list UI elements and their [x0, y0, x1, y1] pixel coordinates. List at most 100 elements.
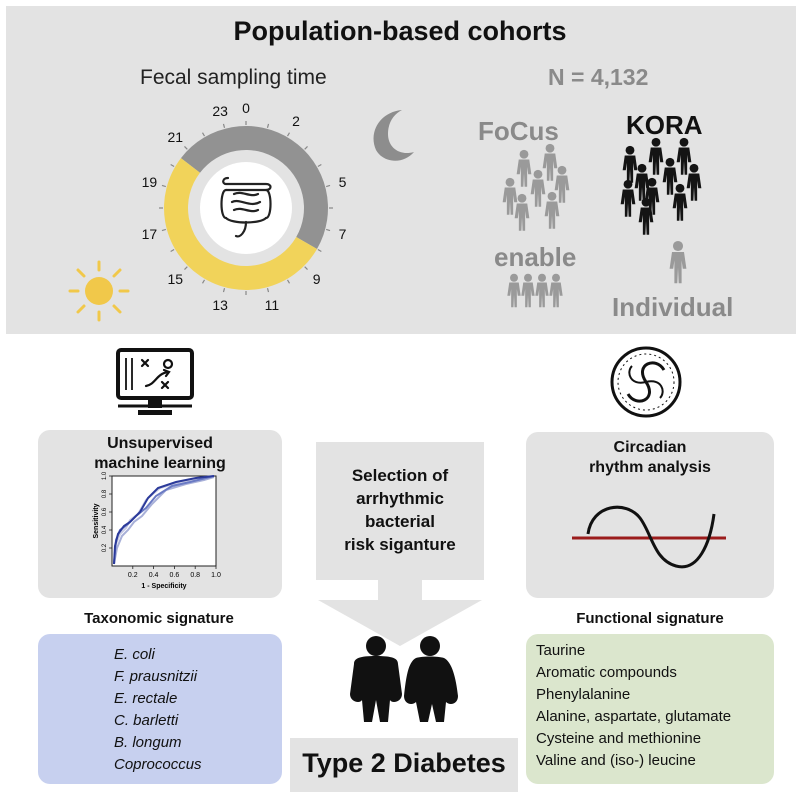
roc-y-tick-label: 0.8 [102, 489, 108, 498]
person-icon [507, 273, 521, 308]
rhythm-wave-icon [572, 505, 726, 569]
selection-line4: risk siganture [344, 535, 456, 554]
roc-x-tick-label: 0.2 [128, 572, 138, 579]
clock-tick [304, 146, 308, 150]
person-icon [620, 179, 636, 217]
clock-hour-label: 9 [312, 270, 321, 287]
person-icon [672, 183, 688, 221]
list-item: Valine and (iso-) leucine [536, 752, 696, 769]
person-icon [648, 137, 664, 175]
list-item: Cysteine and methionine [536, 730, 702, 747]
moon-icon [373, 110, 414, 161]
clock-tick [317, 248, 322, 253]
obese-people-icon [350, 636, 458, 722]
list-item: F. prausnitzii [114, 668, 198, 685]
circadian-box [526, 432, 774, 598]
clock-hour-label: 2 [292, 113, 300, 130]
selection-arrow-icon [318, 580, 482, 646]
list-item: C. barletti [114, 712, 179, 729]
clock-hour-label: 21 [167, 129, 184, 146]
clock-hour-label: 5 [338, 174, 347, 191]
population-panel [6, 6, 796, 334]
functional-box [526, 634, 774, 784]
clock-tick [201, 279, 206, 284]
taxonomic-box [38, 634, 282, 784]
ml-title-line1: Unsupervised [107, 435, 213, 452]
list-item: E. rectale [114, 690, 178, 707]
roc-x-axis-label: 1 - Specificity [141, 583, 186, 590]
individual-person-icon [669, 240, 687, 284]
cohort-individual-label: Individual [612, 292, 734, 322]
clock-tick [286, 132, 291, 137]
roc-x-tick-label: 0.8 [190, 572, 200, 579]
day-sector [163, 158, 318, 291]
person-icon [544, 191, 560, 229]
person-icon [542, 143, 558, 181]
selection-line1: Selection of [351, 466, 449, 485]
clock-ticks [159, 121, 333, 295]
roc-y-tick-label: 0.2 [102, 543, 108, 552]
clock-hour-label: 19 [141, 174, 158, 191]
taxonomic-heading: Taxonomic signature [84, 610, 234, 627]
list-item: Aromatic compounds [536, 664, 677, 681]
circadian-title-line2: rhythm analysis [589, 459, 711, 476]
clock-tick [222, 123, 226, 128]
clock-hour-label: 15 [167, 270, 184, 287]
clock-tick [184, 146, 188, 150]
clock-hour-label: 11 [264, 296, 280, 313]
clock-hour-label: 0 [242, 100, 250, 116]
selection-line2: arrhythmic [356, 489, 444, 508]
functional-heading: Functional signature [576, 610, 724, 627]
clock-tick [170, 163, 175, 168]
sample-size-label: N = 4,132 [548, 64, 649, 90]
list-item: Coprococcus [114, 756, 202, 773]
sampling-time-label: Fecal sampling time [140, 66, 327, 89]
person-icon [535, 273, 549, 308]
night-sector [180, 126, 328, 249]
ml-title-line2: machine learning [94, 455, 226, 472]
person-icon [554, 165, 570, 203]
outcome-label: Type 2 Diabetes [302, 748, 506, 778]
circadian-title: Circadian rhythm analysis [526, 438, 774, 478]
roc-y-tick-label: 1.0 [102, 471, 108, 480]
roc-y-tick-label: 0.6 [102, 507, 108, 516]
kora-people-icon [620, 137, 702, 235]
clock-tick [317, 163, 322, 168]
clock-tick [286, 279, 291, 284]
cohort-enable-label: enable [494, 242, 577, 272]
person-icon [622, 145, 638, 183]
sine-wave [586, 505, 716, 569]
taxonomic-list: E. coli F. prausnitzii E. rectale C. bar… [114, 644, 202, 776]
cohort-focus-label: FoCus [478, 116, 559, 146]
monitor-strategy-icon [116, 348, 194, 415]
outcome-box [290, 738, 518, 792]
person-icon [502, 177, 518, 215]
person-icon [676, 137, 692, 175]
intestine-icon [220, 176, 272, 238]
enable-people-icon [507, 273, 563, 308]
sampling-clock [159, 121, 333, 295]
cohort-people-icons [502, 137, 702, 308]
roc-y-tick-label: 0.4 [102, 525, 108, 534]
clock-tick [304, 266, 308, 270]
figure-title: Population-based cohorts [233, 16, 567, 46]
clock-tick [170, 248, 175, 253]
clock-tick [266, 123, 270, 128]
cohort-kora-label: KORA [626, 110, 703, 140]
clock-tick [222, 288, 226, 293]
clock-tick [266, 288, 270, 293]
clock-tick [326, 184, 331, 188]
person-icon [530, 169, 546, 207]
clock-tick [161, 184, 166, 188]
list-item: Alanine, aspartate, glutamate [536, 708, 732, 725]
selection-box [316, 442, 484, 580]
clock-hour-label: 7 [338, 225, 347, 242]
sun-icon [68, 260, 130, 322]
selection-line3: bacterial [365, 512, 435, 531]
clock-hour-label: 17 [141, 225, 158, 242]
list-item: Taurine [536, 642, 586, 659]
functional-list: Taurine Aromatic compounds Phenylalanine… [536, 640, 731, 772]
clock-tick [326, 228, 331, 232]
